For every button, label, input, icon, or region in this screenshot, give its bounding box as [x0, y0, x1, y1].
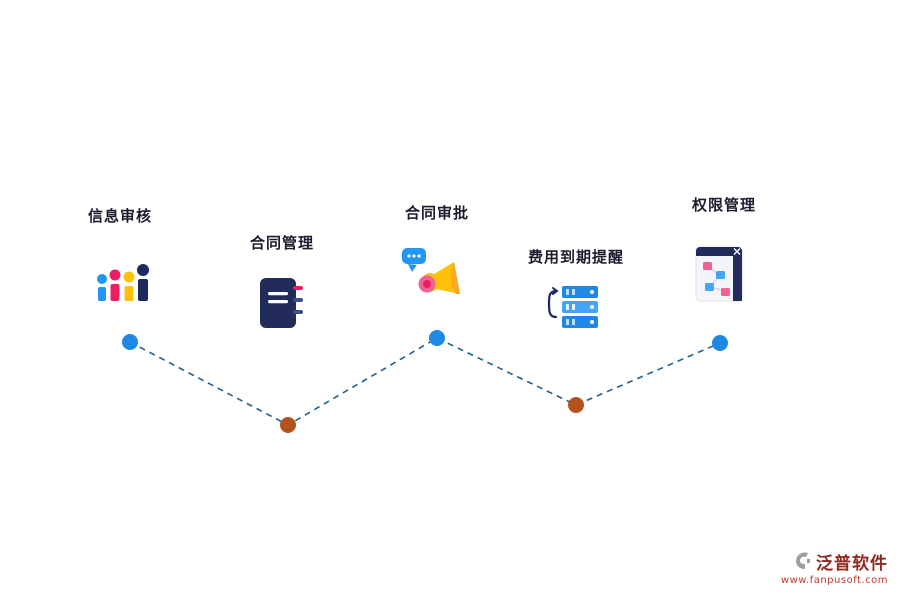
watermark-brand: 泛普软件	[816, 554, 888, 574]
kanban-board-icon	[694, 245, 748, 309]
watermark-url: www.fanpusoft.com	[780, 575, 888, 586]
node-label-fee-due-reminder: 费用到期提醒	[528, 248, 625, 266]
node-label-contract-approval: 合同审批	[405, 204, 470, 222]
watermark: 泛普软件 www.fanpusoft.com	[781, 549, 888, 586]
node-label-contract-management: 合同管理	[250, 234, 315, 252]
server-stack-icon	[544, 283, 602, 337]
fanpu-logo-icon	[794, 550, 812, 574]
notebook-icon	[258, 274, 306, 336]
milestone-dot-3	[429, 330, 445, 346]
milestone-dot-4	[568, 397, 584, 413]
node-label-permission-management: 权限管理	[692, 196, 757, 214]
people-chart-icon	[94, 262, 152, 316]
milestone-dot-2	[280, 417, 296, 433]
megaphone-icon	[400, 246, 462, 306]
milestone-dot-1	[122, 334, 138, 350]
milestone-dot-5	[712, 335, 728, 351]
node-label-info-review: 信息审核	[88, 207, 153, 225]
